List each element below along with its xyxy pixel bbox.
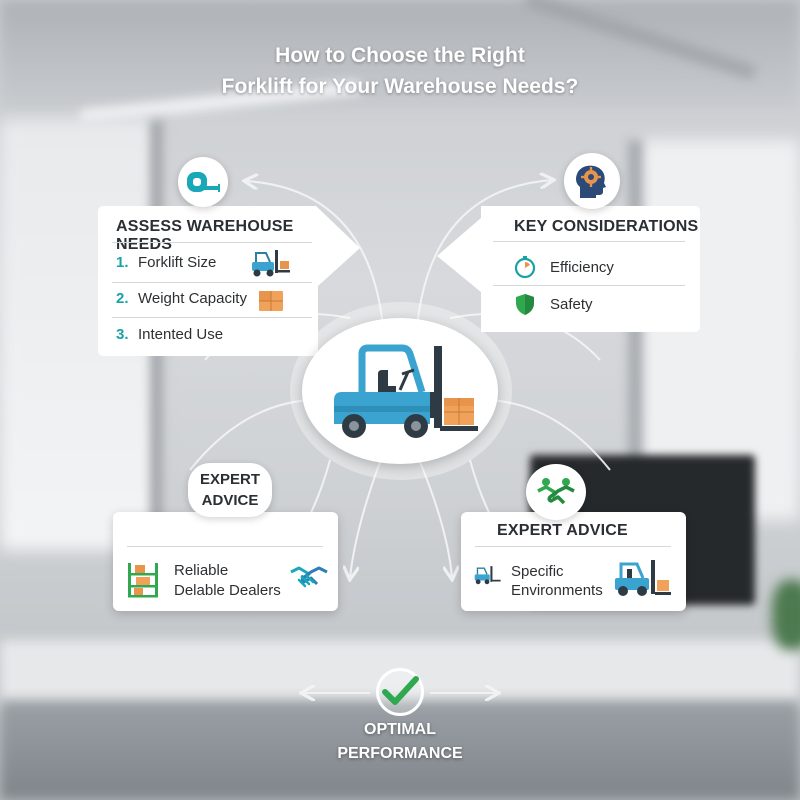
mini-forklift-icon [252, 250, 290, 277]
considerations-heading: KEY CONSIDERATIONS [514, 218, 699, 235]
list-item: Efficiency [513, 255, 614, 279]
tape-measure-icon-badge [178, 157, 228, 207]
assess-card-shape [98, 206, 360, 356]
expert-right-heading: EXPERT ADVICE [497, 522, 628, 539]
checkmark-icon [382, 676, 419, 705]
head-gear-icon-badge [564, 153, 620, 209]
expert-advice-right-card: EXPERT ADVICE Specific Environments [461, 512, 686, 611]
forklift-icon [334, 344, 478, 438]
item-label: Efficiency [550, 258, 614, 276]
stopwatch-icon [514, 256, 536, 279]
key-considerations-card: KEY CONSIDERATIONS Efficiency Safety [481, 206, 700, 332]
forklift-icon [615, 560, 671, 596]
item-number: 2. [116, 290, 129, 307]
bottom-line-2: PERFORMANCE [337, 745, 463, 762]
expert-right-line-1: Specific [511, 563, 564, 580]
handshake-icon-badge [526, 464, 586, 520]
page-title: How to Choose the Right Forklift for You… [0, 40, 800, 102]
expert-advice-badge: EXPERT ADVICE [188, 463, 272, 517]
expert-left-text: Reliable Delable Dealers [174, 561, 281, 601]
assess-heading: ASSESS WAREHOUSE NEEDS [116, 218, 294, 253]
bottom-line-1: OPTIMAL [364, 721, 436, 738]
title-line-2: Forklift for Your Warehouse Needs? [221, 75, 579, 98]
item-label: Safety [550, 295, 593, 313]
list-item: 2. Weight Capacity [116, 290, 247, 307]
list-item: Safety [513, 292, 593, 316]
list-item: 1. Forklift Size [116, 254, 216, 271]
optimal-performance-label: OPTIMAL PERFORMANCE [300, 718, 500, 766]
item-label: Intented Use [138, 326, 224, 343]
expert-advice-left-card: Reliable Delable Dealers [113, 512, 338, 611]
list-item: 3. Intented Use [116, 326, 223, 343]
badge-line-2: ADVICE [201, 492, 259, 509]
item-number: 1. [116, 254, 129, 271]
tape-measure-icon [187, 172, 220, 192]
box-icon [259, 291, 283, 311]
center-hub [302, 318, 498, 464]
badge-line-1: EXPERT [199, 471, 260, 488]
handshake-icon [537, 478, 575, 505]
item-label: Weight Capacity [138, 290, 247, 307]
expert-right-text: Specific Environments [511, 562, 603, 600]
mini-forklift-icon [474, 566, 501, 585]
item-number: 3. [116, 326, 129, 343]
expert-right-line-2: Environments [511, 582, 603, 599]
head-gear-icon [576, 165, 606, 198]
considerations-card-shape [437, 206, 700, 332]
title-line-1: How to Choose the Right [275, 44, 525, 67]
shelving-icon [128, 563, 158, 598]
expert-left-line-1: Reliable [174, 562, 229, 579]
checkmark-icon-badge [376, 668, 424, 716]
expert-left-line-2: Delable Dealers [174, 582, 281, 599]
handshake-icon [290, 566, 328, 588]
item-label: Forklift Size [138, 254, 217, 271]
shield-icon [516, 294, 534, 315]
assess-needs-card: ASSESS WAREHOUSE NEEDS 1. Forklift Size … [98, 206, 320, 356]
